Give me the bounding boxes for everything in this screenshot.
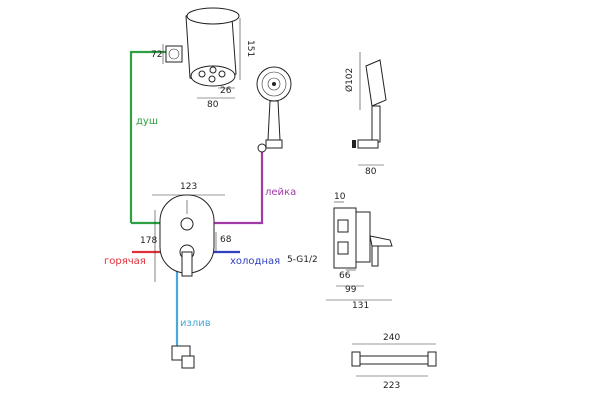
label-spout: излив xyxy=(180,318,211,329)
hand-shower-side xyxy=(352,52,387,166)
dim-mixer-width: 123 xyxy=(180,182,197,192)
dim-side-top: 10 xyxy=(334,192,346,202)
mixer-side-view xyxy=(326,201,393,301)
dim-head-width: 80 xyxy=(207,100,219,110)
shower-head-drawing xyxy=(165,7,240,87)
dim-side-131: 131 xyxy=(352,301,369,311)
dim-thread: 5-G1/2 xyxy=(287,255,318,265)
label-cold: холодная xyxy=(230,256,280,267)
dim-side-99: 99 xyxy=(345,285,357,295)
dim-spout-top: 240 xyxy=(383,333,400,343)
dim-mixer-offset: 68 xyxy=(220,235,232,245)
shower-head-dimensions xyxy=(162,18,241,99)
dim-hand-width: 80 xyxy=(365,167,377,177)
mixer-front-plate xyxy=(159,194,215,277)
label-handheld: лейка xyxy=(265,187,296,198)
hand-shower-front xyxy=(256,66,292,153)
spout-long xyxy=(351,343,437,377)
label-shower: душ xyxy=(136,116,158,127)
shower-line xyxy=(129,50,166,223)
dim-mixer-height: 178 xyxy=(140,236,157,246)
dim-head-height: 151 xyxy=(245,40,255,57)
label-hot: горячая xyxy=(104,256,146,267)
mixer-dimensions xyxy=(152,194,225,282)
dim-hand-diameter: Ø102 xyxy=(344,68,355,92)
handheld-line xyxy=(196,150,264,225)
spout-connector xyxy=(171,345,195,369)
dim-head-depth: 72 xyxy=(151,50,162,60)
dim-spout-bottom: 223 xyxy=(383,381,400,391)
dim-side-66: 66 xyxy=(339,271,351,281)
dim-head-offset: 26 xyxy=(220,86,232,96)
